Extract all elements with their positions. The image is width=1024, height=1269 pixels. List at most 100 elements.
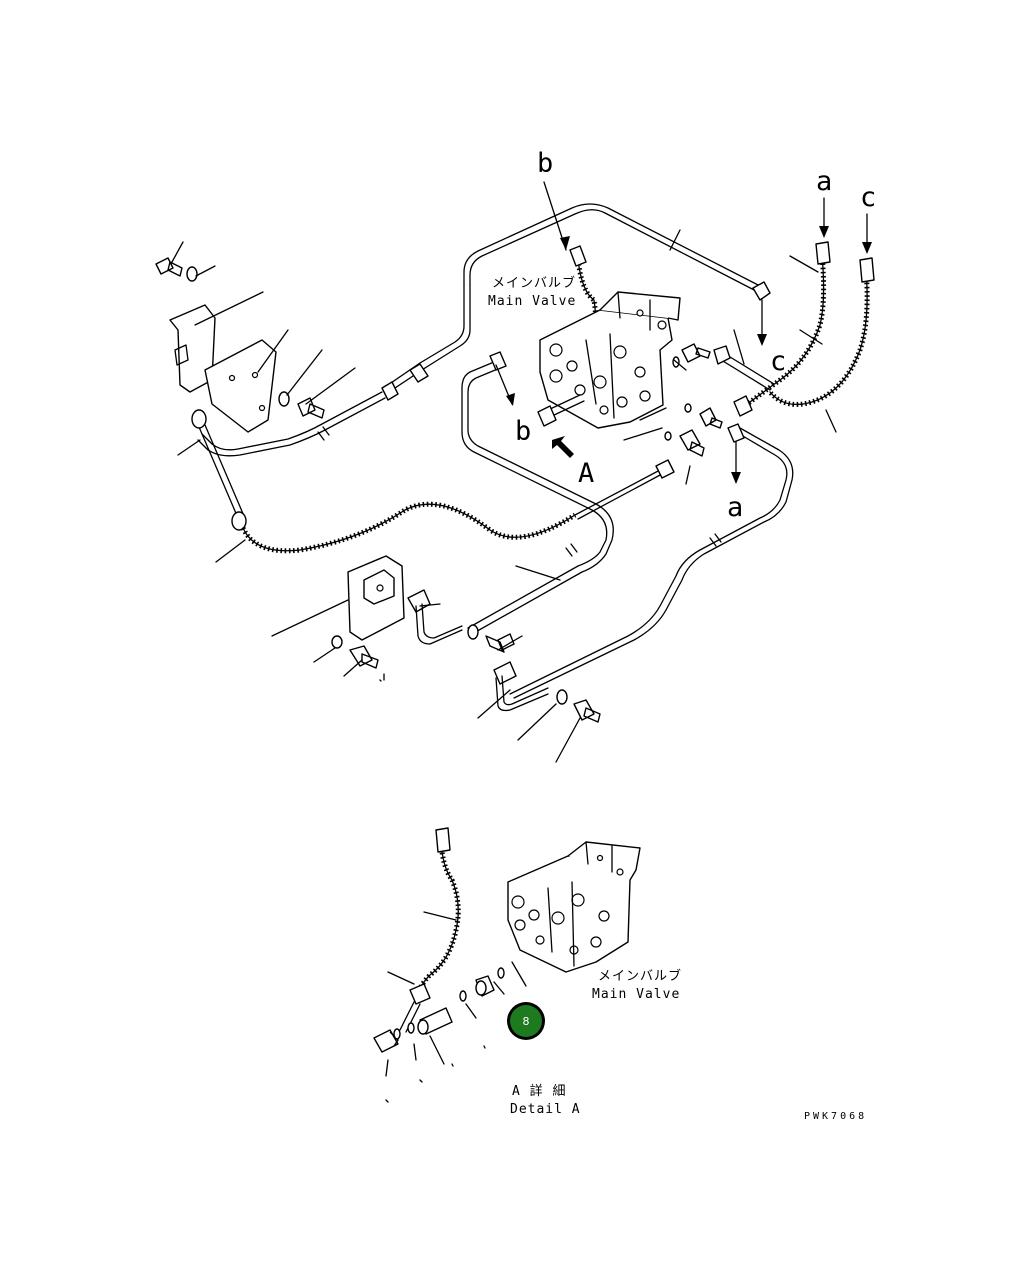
label-A-arrow: A (578, 458, 594, 489)
valve-outlet-fitting (537, 405, 557, 427)
b-hose-fitting (569, 245, 587, 267)
callout-8-fill[interactable] (510, 1005, 542, 1037)
drawing-code: PWK7068 (804, 1111, 867, 1122)
main-valve-upper (539, 291, 681, 429)
washer-lower-mid (467, 624, 479, 640)
label-b-lower: b (515, 416, 531, 447)
washer-lower-mid-2 (331, 635, 343, 649)
left-clamp-plate (204, 339, 277, 433)
adapter-fitting-2 (699, 407, 723, 429)
detail-leaders (385, 911, 527, 1077)
left-mount-bracket (169, 304, 216, 393)
main-valve-detail-jp: メインバルブ (598, 968, 682, 984)
hose-c-top-fitting (859, 257, 875, 283)
bolt-upper-left (155, 257, 183, 277)
elbow-a-mid (727, 423, 745, 443)
elbow-right-top (752, 281, 771, 301)
right-fitting-a (655, 459, 675, 479)
detail-o-ring-c (459, 990, 467, 1002)
pipe-to-right-fitting (574, 469, 663, 520)
arrow-a-top-head (819, 226, 829, 238)
arrow-b-top-head (560, 236, 570, 250)
arrow-c-top-head (862, 242, 872, 254)
washer-upper-left (186, 266, 198, 282)
left-vertical-pipe (195, 417, 245, 519)
plate-hole-3 (258, 404, 266, 412)
lower-bracket-hole (376, 584, 384, 592)
o-ring-2 (684, 403, 692, 413)
main-valve-detail-en: Main Valve (592, 987, 680, 1002)
arrow-a-mid-head (731, 472, 741, 484)
detail-o-ring-d (497, 967, 505, 979)
arrow-b-lower-head (506, 393, 515, 406)
spiral-hose-long (240, 501, 577, 554)
bolt-lower-right (573, 699, 601, 723)
detail-adapter-short-end (475, 980, 487, 996)
bolt-lower-mid-2 (349, 645, 379, 669)
detail-adapter-end (417, 1019, 429, 1035)
hose-a-bottom-fitting (733, 395, 753, 417)
bracket-tab (174, 344, 189, 366)
adapter-fitting-1 (681, 343, 711, 363)
pipe-to-bracket-left (197, 391, 386, 457)
hose-a-spiral (740, 254, 827, 411)
hose-a-edge (741, 254, 825, 409)
adapter-fitting-3 (679, 429, 705, 457)
dash-mark-mid (565, 543, 578, 557)
label-a-mid: a (727, 492, 743, 523)
main-valve-detail (507, 841, 641, 973)
bolt-lower-mid (485, 633, 515, 653)
callout-8-number[interactable]: 8 (523, 1015, 530, 1028)
clip-right (493, 661, 517, 685)
detail-spiral-hose-edge (417, 839, 459, 996)
main-valve-upper-en: Main Valve (488, 294, 576, 309)
hose-c-edge (769, 269, 868, 406)
detail-o-ring-b (407, 1022, 415, 1034)
detail-o-ring-a (393, 1028, 401, 1040)
plate-hole-2 (251, 371, 259, 379)
detail-hose-bottom-fitting (409, 983, 431, 1005)
fitting-left-mid (231, 511, 247, 531)
washer-lower-right (556, 689, 568, 705)
spiral-hose-long-edge (242, 503, 576, 552)
bolt-lower-left (297, 397, 325, 419)
arrow-c-mid-head (757, 334, 767, 346)
detail-end-fitting (373, 1029, 399, 1053)
leaders-lower (271, 565, 581, 763)
label-c-top: c (860, 182, 876, 213)
hose-fittings-left (381, 363, 429, 401)
valve-outlet-pipe (547, 394, 585, 417)
lower-right-dash (709, 533, 722, 547)
label-a-top: a (816, 166, 832, 197)
detail-dot-markers (379, 679, 486, 1103)
hose-c-pipe-fitting (713, 345, 731, 365)
hose-c-pipe (717, 351, 775, 391)
pipe-from-clip-right (495, 675, 549, 712)
leaders-right (623, 229, 837, 485)
hose-a-top-fitting (815, 241, 831, 265)
label-c-mid: c (770, 346, 786, 377)
upper-return-pipe (463, 203, 763, 293)
leaders-upper-left (171, 241, 356, 563)
callout-8[interactable]: 8 (507, 1002, 545, 1040)
plate-hole-1 (228, 374, 236, 382)
main-valve-upper-jp: メインバルブ (492, 275, 576, 291)
b-hook-elbow (489, 351, 507, 371)
label-b-top: b (537, 148, 553, 179)
hose-c-spiral (768, 269, 870, 407)
hose-dashes-left (317, 426, 330, 441)
detail-caption-en: Detail A (510, 1102, 581, 1117)
clip-left (407, 589, 431, 613)
pipe-from-clip (415, 603, 463, 645)
detail-caption-jp: A 詳 細 (512, 1083, 566, 1099)
b-hook-pipe (461, 361, 614, 635)
upper-pipe-tail (419, 284, 471, 369)
o-ring-3 (664, 431, 672, 441)
detail-spiral-hose (415, 839, 461, 996)
fitting-left-top (191, 409, 207, 429)
view-a-arrow (552, 436, 574, 458)
detail-hose-top-fitting (435, 827, 451, 853)
lower-right-pipe (509, 427, 794, 699)
washer-lower-left (278, 391, 290, 407)
